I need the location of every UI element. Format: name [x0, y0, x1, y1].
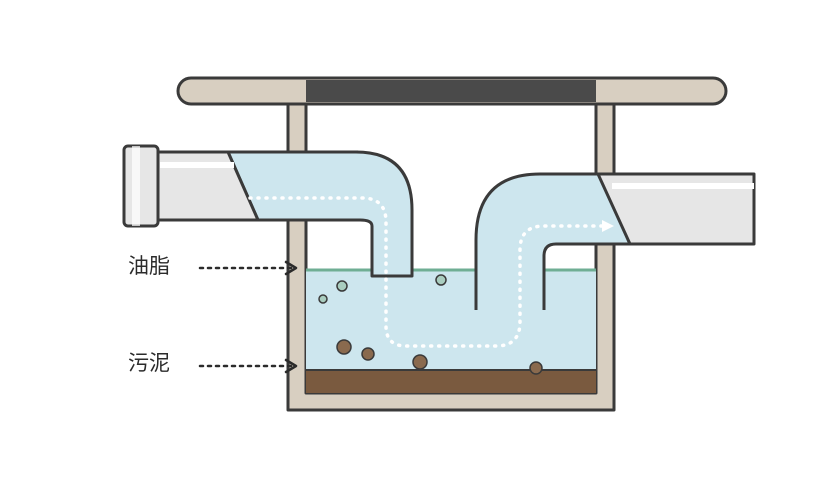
grease-particles — [318, 274, 447, 304]
sludge-layer — [306, 370, 596, 393]
label-oil: 油脂 — [128, 254, 170, 278]
label-sludge: 污泥 — [128, 351, 170, 375]
water-body — [306, 270, 596, 370]
flow-arrow-head — [602, 220, 614, 232]
outlet-pipe — [474, 172, 632, 310]
outlet-pipe-extension — [596, 172, 756, 246]
oil-pointer-arrow — [198, 260, 298, 276]
inlet-cap — [122, 144, 160, 228]
flow-path — [248, 196, 606, 348]
sludge-pointer-arrow — [198, 358, 298, 374]
inlet-pipe — [226, 150, 414, 278]
sludge-particles — [336, 339, 543, 375]
cover-lid — [306, 80, 596, 102]
